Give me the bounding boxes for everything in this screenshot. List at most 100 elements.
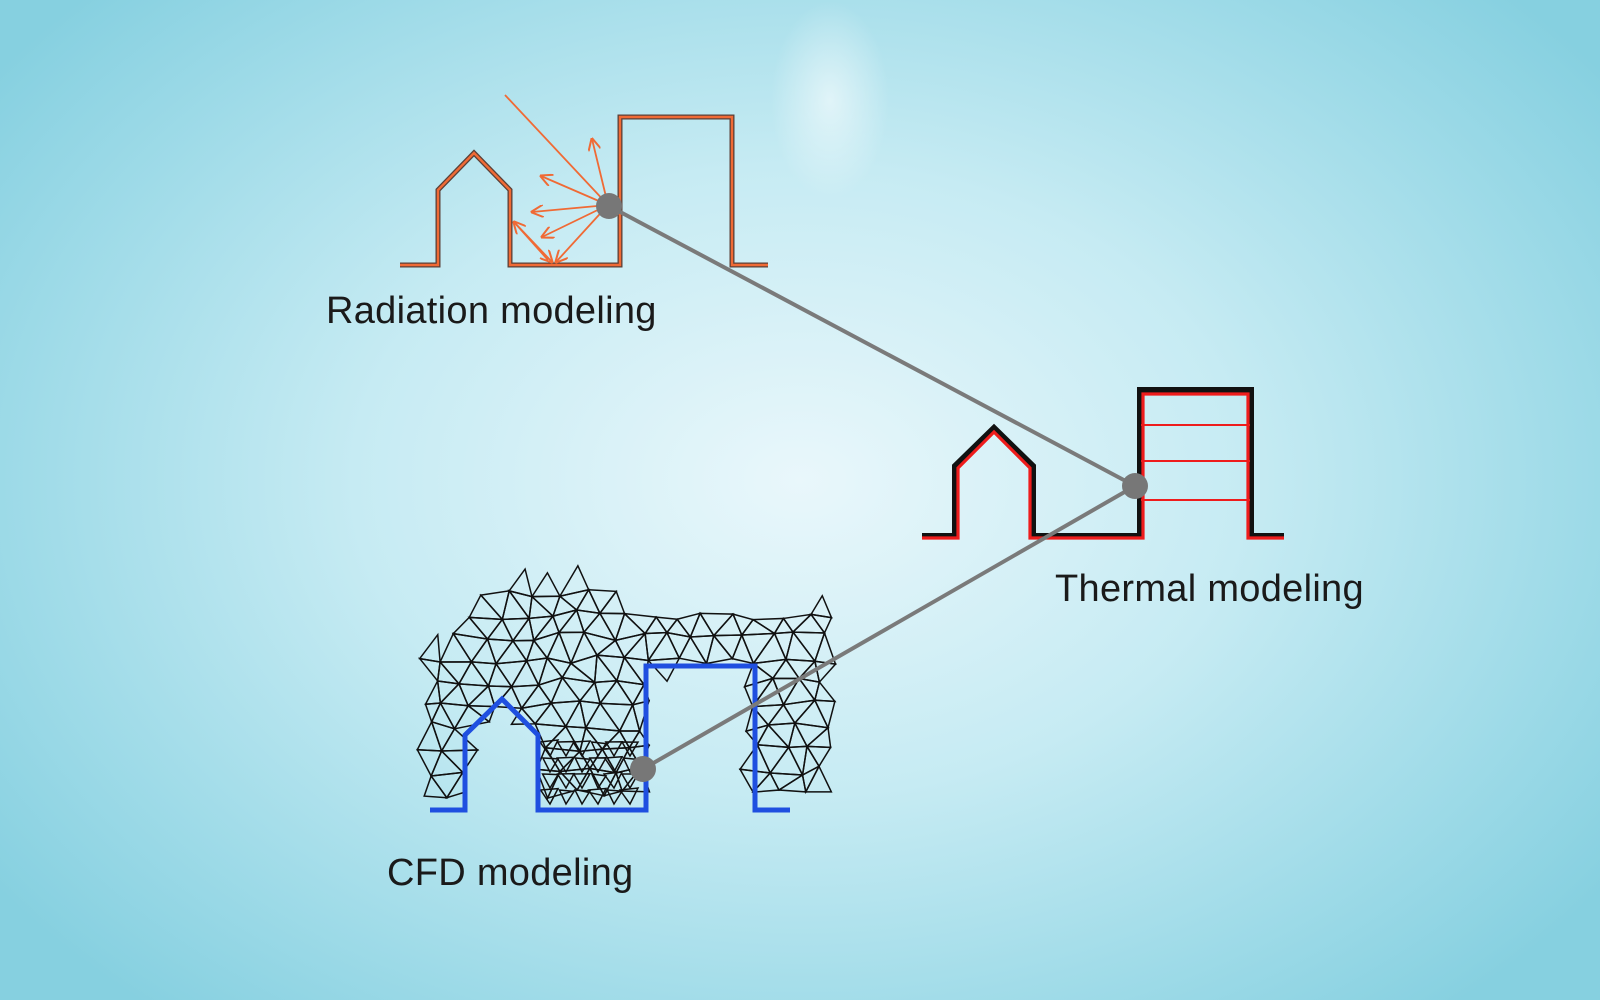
cfd-street-profile [430,663,790,813]
mesh-cell [487,662,513,688]
mesh-cell [558,588,591,612]
mesh-cell [598,679,635,706]
radiation-node [596,193,622,219]
background-glow [770,0,890,200]
mesh-cell [528,595,555,620]
mesh-cell [614,632,648,659]
mesh-cell [756,723,791,749]
thermal-street-heat [922,392,1284,540]
mesh-cell [479,589,511,621]
mesh-cell [705,634,734,665]
mesh-cell [575,609,602,634]
mesh-cell [618,787,640,806]
mesh-cell [533,701,568,728]
radiation-modeling-label: Radiation modeling [326,290,657,332]
mesh-cell [416,748,443,778]
mesh-cell [588,757,608,774]
mesh-cell [654,616,679,634]
mesh-cell [557,631,586,666]
mesh-cell [813,680,837,703]
mesh-cell [605,789,624,806]
mesh-cell [558,767,592,792]
mesh-cell [436,680,461,705]
mesh-cell [466,684,496,708]
mesh-cell [578,726,604,753]
mesh-cell [587,787,608,806]
connector-lines [607,204,1137,771]
mesh-cell [555,756,576,774]
mesh-cell [604,741,624,758]
mesh-cell [579,700,602,730]
mesh-cell [768,772,805,792]
mesh-cell [643,615,669,635]
mesh-cell [665,631,692,660]
mesh-cell [539,787,560,806]
mesh-cell [507,589,533,621]
mesh-cell [457,682,491,708]
mesh-cell [584,726,622,751]
mesh-cell [439,749,479,774]
mesh-cell [468,593,505,621]
mesh-cell [549,700,582,728]
mesh-cell [787,721,809,749]
mesh-cell [646,657,681,683]
mesh-cell [569,654,598,684]
mesh-cell [530,571,562,598]
connector-cfd-thermal [641,484,1137,771]
mesh-cell [511,616,535,642]
mesh-cell [439,702,470,731]
thermal-floor-lines [1141,424,1250,501]
mesh-cell [573,757,592,774]
mesh-cell [805,745,832,768]
mesh-cell [782,699,817,725]
cfd-mesh [416,564,837,806]
mesh-cell [556,740,576,758]
mesh-cell [740,618,777,636]
mesh-cell [430,720,456,753]
mesh-cell [494,639,528,665]
mesh-cell [766,722,796,749]
mesh-cell [598,702,634,733]
radiation-street-profile [400,114,768,268]
cfd-diagram [430,663,790,813]
reflection-arrows [514,139,609,262]
mesh-cell [494,659,528,689]
mesh-cell [590,773,608,790]
mesh-cell [675,612,702,639]
mesh-cell [751,658,788,680]
mesh-cell [598,589,626,615]
mesh-cell [537,676,564,705]
mesh-cell [572,773,592,790]
mesh-cell [602,771,624,790]
mesh-cell [440,727,480,752]
mesh-cell [558,564,590,598]
mesh-cell [598,612,626,643]
mesh-cell [541,773,560,790]
mesh-cell [573,789,592,806]
mesh-cell [620,773,640,790]
mesh-cell [525,657,549,688]
mesh-cell [593,653,619,684]
mesh-cell [558,789,576,806]
mesh-cell [620,741,640,758]
mesh-cell [417,657,441,683]
mesh-cell [791,613,826,634]
thermal-node [1122,473,1148,499]
mesh-cell [486,617,515,642]
mesh-cell [805,726,832,749]
mesh-cell [740,632,776,665]
connector-nodes [596,193,1148,782]
mesh-cell [571,740,592,758]
mesh-cell [510,659,540,688]
mesh-cell [813,699,836,730]
mesh-cell [423,774,449,799]
mesh-cell [467,616,504,641]
thermal-street-outline [922,387,1284,539]
mesh-cell [416,719,443,752]
mesh-cell [804,764,833,793]
radiation-diagram [400,94,768,268]
mesh-cell [773,617,795,635]
mesh-cell [590,741,608,758]
mesh-cell [486,638,515,666]
